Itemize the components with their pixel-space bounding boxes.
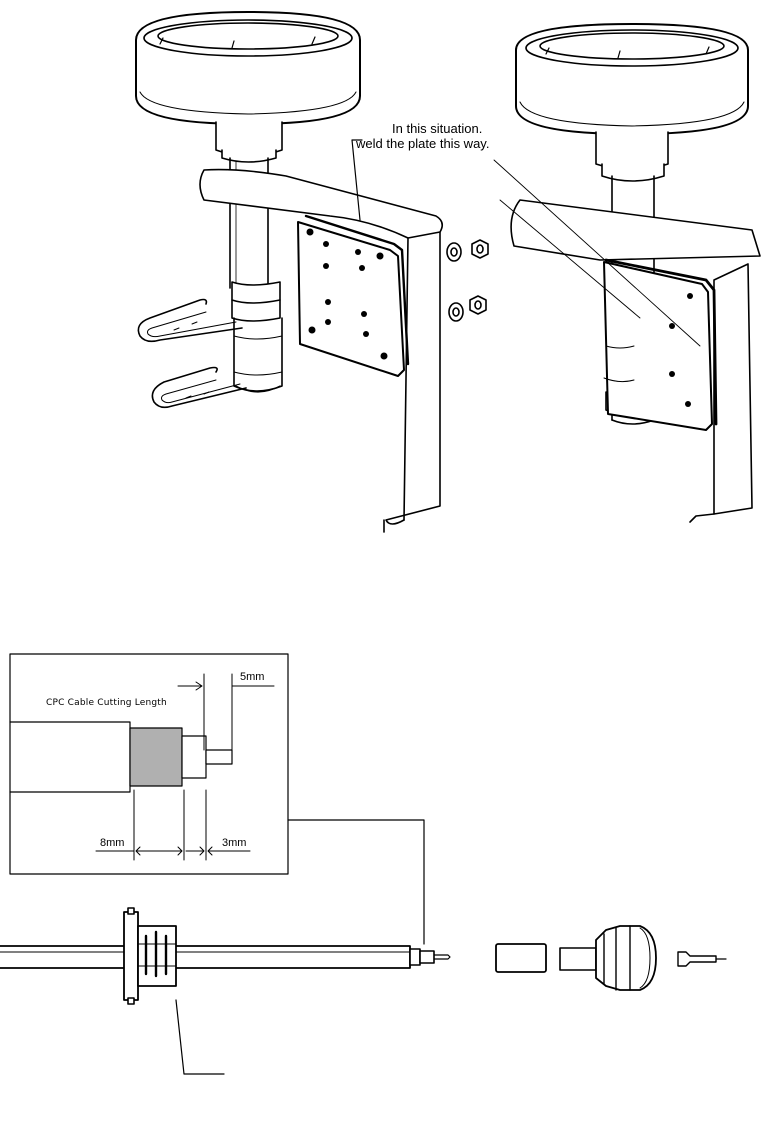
mounting-plate	[298, 216, 408, 376]
cable-assembly	[0, 946, 450, 968]
n-connector-body	[596, 926, 656, 990]
braid-section	[130, 728, 182, 786]
weld-note-line1: In this situation.	[392, 122, 482, 135]
center-pin	[206, 750, 232, 764]
dim-insulation-length: 3mm	[222, 838, 246, 849]
dim-pin-length: 5mm	[240, 672, 264, 683]
dim-jacket-length: 8mm	[100, 838, 124, 849]
right-antenna-assembly	[494, 24, 760, 522]
cable-gland	[124, 908, 224, 1074]
left-antenna-assembly	[136, 12, 488, 532]
nuts-and-washers	[447, 240, 488, 321]
connector-parts	[496, 926, 726, 990]
left-antenna-dome	[136, 12, 360, 124]
u-bolt-top	[138, 300, 242, 342]
cable-cutting-title: CPC Cable Cutting Length	[46, 699, 167, 708]
u-bolt-bottom	[152, 368, 246, 408]
insulation-section	[182, 736, 206, 778]
crimp-ferrule	[496, 944, 546, 972]
right-antenna-dome	[516, 24, 748, 134]
center-contact-pin	[678, 952, 716, 966]
weld-note-line2: weld the plate this way.	[356, 137, 489, 150]
